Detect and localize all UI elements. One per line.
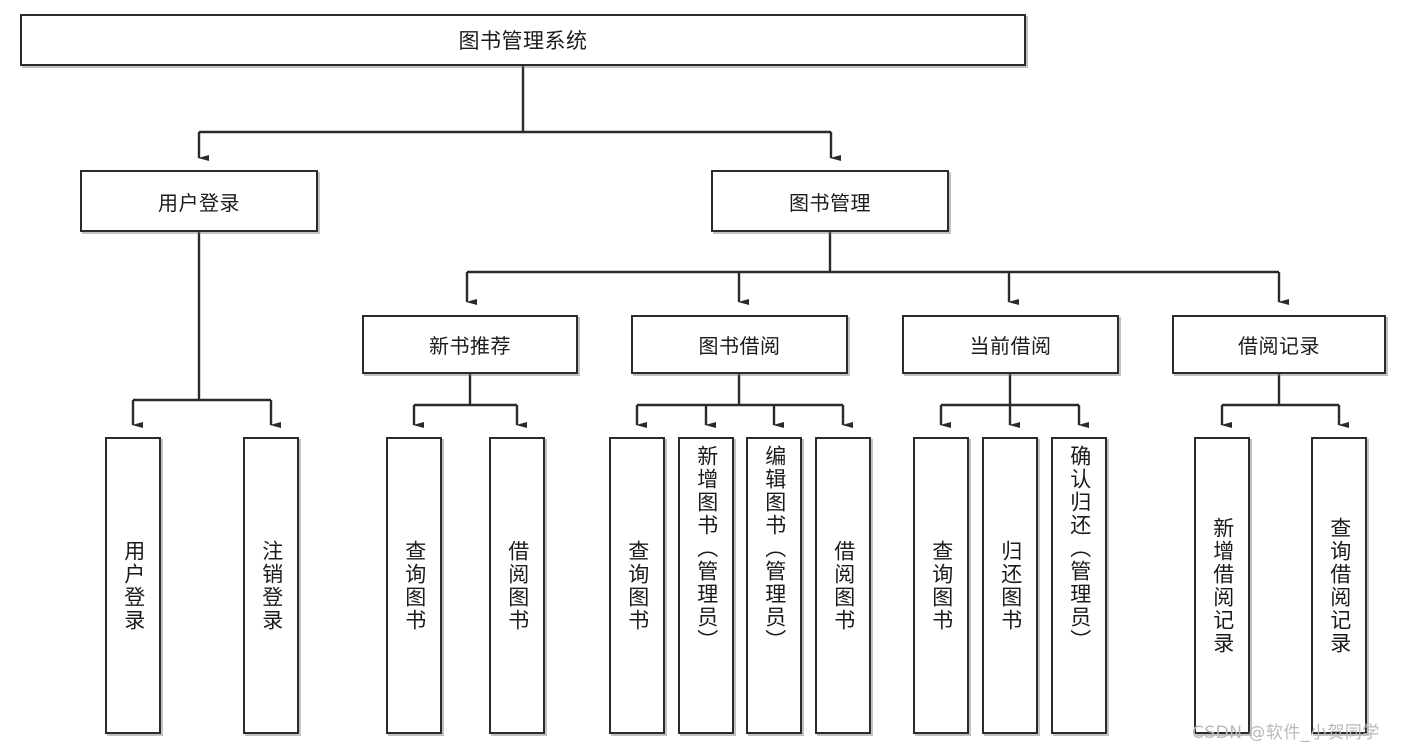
leaf-logout[interactable]: 注销登录 <box>243 437 299 734</box>
node-label: 图书借阅 <box>698 334 781 358</box>
leaf-edit-book-admin[interactable]: 编辑图书（管理员） <box>746 437 802 734</box>
leaf-add-borrow-record[interactable]: 新增借阅记录 <box>1194 437 1250 734</box>
node-label: 新增借阅记录 <box>1210 516 1235 655</box>
node-current-borrow[interactable]: 当前借阅 <box>902 315 1119 374</box>
node-label: 确认归还（管理员） <box>1067 445 1092 652</box>
node-label: 借阅图书 <box>505 539 530 632</box>
node-label: 用户登录 <box>158 190 240 215</box>
node-label: 当前借阅 <box>969 334 1052 358</box>
leaf-query-borrow-record[interactable]: 查询借阅记录 <box>1311 437 1367 734</box>
leaf-borrow-book[interactable]: 借阅图书 <box>815 437 871 734</box>
node-label: 借阅记录 <box>1238 334 1320 358</box>
node-label: 查询图书 <box>402 539 427 632</box>
node-label: 图书管理系统 <box>458 29 588 53</box>
node-label: 借阅图书 <box>831 539 856 632</box>
node-book-management[interactable]: 图书管理 <box>711 170 949 232</box>
node-label: 查询借阅记录 <box>1327 516 1352 655</box>
leaf-query-book-borrow[interactable]: 查询图书 <box>609 437 665 734</box>
node-root-system[interactable]: 图书管理系统 <box>20 14 1026 66</box>
node-label: 编辑图书（管理员） <box>762 445 787 652</box>
node-label: 查询图书 <box>625 539 650 632</box>
leaf-add-book-admin[interactable]: 新增图书（管理员） <box>678 437 734 734</box>
leaf-query-book-current[interactable]: 查询图书 <box>913 437 969 734</box>
node-label: 用户登录 <box>121 539 146 632</box>
node-label: 新书推荐 <box>429 334 511 358</box>
node-user-login[interactable]: 用户登录 <box>80 170 318 232</box>
node-label: 归还图书 <box>998 539 1023 632</box>
node-label: 图书管理 <box>789 190 871 215</box>
leaf-return-book[interactable]: 归还图书 <box>982 437 1038 734</box>
node-book-borrow[interactable]: 图书借阅 <box>631 315 848 374</box>
node-label: 新增图书（管理员） <box>694 445 719 652</box>
node-label: 注销登录 <box>259 539 284 632</box>
node-label: 查询图书 <box>929 539 954 632</box>
leaf-user-login[interactable]: 用户登录 <box>105 437 161 734</box>
leaf-confirm-return-admin[interactable]: 确认归还（管理员） <box>1051 437 1107 734</box>
leaf-borrow-book-recommend[interactable]: 借阅图书 <box>489 437 545 734</box>
leaf-query-book-recommend[interactable]: 查询图书 <box>386 437 442 734</box>
node-new-book-recommend[interactable]: 新书推荐 <box>362 315 578 374</box>
node-borrow-record[interactable]: 借阅记录 <box>1172 315 1386 374</box>
